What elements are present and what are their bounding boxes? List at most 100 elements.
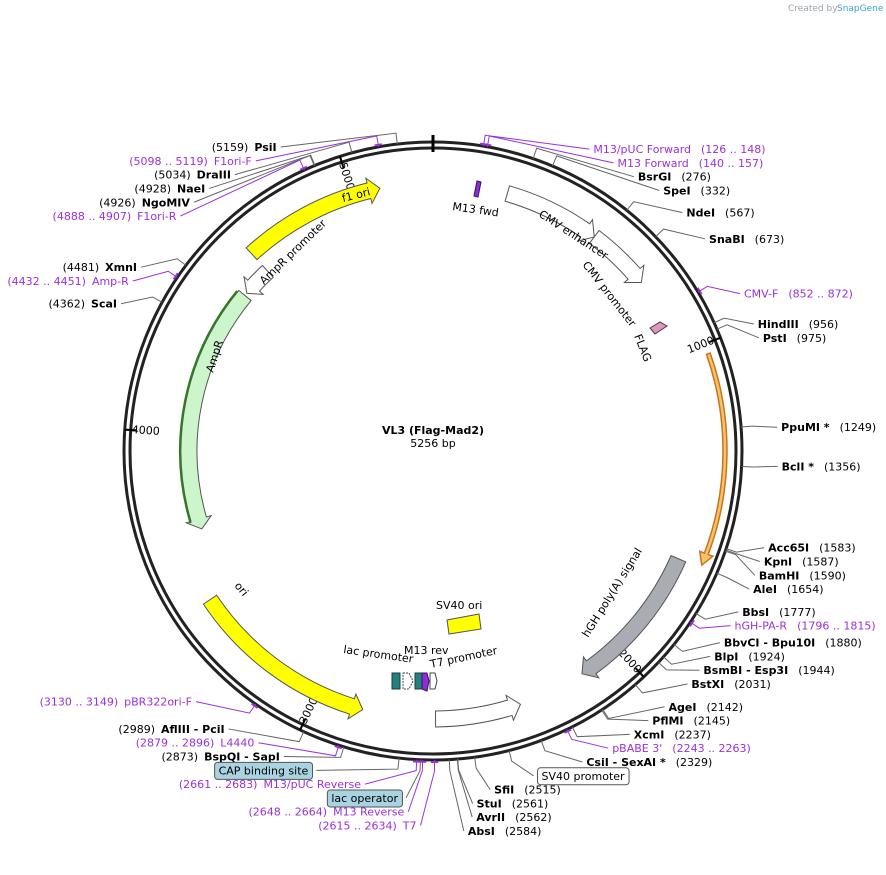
site-scai[interactable]: (4362)ScaI	[48, 298, 117, 311]
site-ndei[interactable]: NdeI(567)	[686, 207, 754, 220]
site-cap-binding-site[interactable]: CAP binding site	[214, 761, 314, 780]
site-text: SfiI(2515)	[494, 784, 561, 797]
site-name: BstXI	[691, 678, 724, 691]
site-bspqi-sapi[interactable]: (2873) BspQI - SapI	[161, 751, 279, 764]
site-text: PflMI(2145)	[652, 715, 730, 728]
site-ppumi[interactable]: PpuMI *(1249)	[781, 421, 876, 434]
site-name: M13 Reverse	[333, 806, 404, 819]
site-snabi[interactable]: SnaBI(673)	[709, 233, 784, 246]
site-alei[interactable]: AleI(1654)	[753, 583, 823, 596]
site-bcli[interactable]: BclI *(1356)	[782, 460, 861, 473]
site-sfii[interactable]: SfiI(2515)	[494, 784, 561, 797]
site-name: BlpI	[714, 650, 738, 663]
leader-line	[690, 621, 731, 629]
site-pos: (2561)	[512, 797, 549, 810]
site-text: (4432 .. 4451)Amp-R	[7, 275, 129, 288]
leader-line	[713, 317, 754, 325]
site-psti[interactable]: PstI(975)	[763, 332, 826, 345]
leader-line	[209, 154, 316, 189]
site-avrii[interactable]: AvrII(2562)	[476, 811, 551, 824]
leader-line	[532, 147, 635, 178]
site-bsmbi-esp3i[interactable]: BsmBI - Esp3I(1944)	[703, 664, 834, 677]
site-l4440[interactable]: (2879 .. 2896)L4440	[136, 737, 255, 750]
site-box	[537, 767, 630, 786]
site-bbvci-bpu10i[interactable]: BbvCI - Bpu10I(1880)	[724, 637, 862, 650]
leader-line	[420, 759, 436, 826]
site-spei[interactable]: SpeI(332)	[663, 184, 730, 197]
site-name: AbsI	[468, 825, 495, 838]
site-psii[interactable]: (5159)PsiI	[212, 141, 277, 154]
site-ngomiv[interactable]: (4926)NgoMIV	[99, 196, 190, 209]
leader-line	[364, 759, 418, 785]
site-bbsi[interactable]: BbsI(1777)	[742, 606, 815, 619]
leader-line	[508, 750, 534, 777]
site-box	[326, 789, 403, 808]
site-acc65i[interactable]: Acc65I(1583)	[768, 542, 856, 555]
site-afliii-pcii[interactable]: (2989)AflIII - PciI	[118, 723, 224, 736]
site-absi[interactable]: AbsI(2584)	[468, 825, 542, 838]
site-pos: (2145)	[694, 715, 731, 728]
site-f1ori-r[interactable]: (4888 .. 4907)F1ori-R	[53, 210, 177, 223]
site-text: AleI(1654)	[753, 583, 823, 596]
site-name: SpeI	[663, 184, 690, 197]
site-csii-sexai[interactable]: CsiI - SexAI *(2329)	[586, 756, 712, 769]
site-kpni[interactable]: KpnI(1587)	[764, 556, 839, 569]
site-naei[interactable]: (4928)NaeI	[134, 182, 205, 195]
flag-label: FLAG	[631, 332, 654, 363]
site-xcmi[interactable]: XcmI(2237)	[634, 728, 711, 741]
site-text: (2661 .. 2683)M13/pUC Reverse	[179, 778, 361, 791]
site-pos: (1587)	[802, 556, 839, 569]
site-text: (2615 .. 2634)T7	[318, 820, 416, 833]
site-hindiii[interactable]: HindIII(956)	[758, 318, 839, 331]
site-cmv-f[interactable]: CMV-F(852 .. 872)	[744, 288, 853, 301]
site-stui[interactable]: StuI(2561)	[477, 797, 549, 810]
site-draiii[interactable]: (5034)DraIII	[154, 169, 231, 182]
leader-line	[132, 270, 178, 282]
site-lac-operator[interactable]: lac operator	[326, 789, 403, 808]
site-f1ori-f[interactable]: (5098 .. 5119)F1ori-F	[129, 155, 252, 168]
site-m13-puc-forward[interactable]: M13/pUC Forward(126 .. 148)	[593, 143, 765, 156]
site-name: NgoMIV	[142, 196, 191, 209]
site-hgh-pa-r[interactable]: hGH-PA-R(1796 .. 1815)	[735, 620, 876, 633]
site-bamhi[interactable]: BamHI(1590)	[759, 569, 846, 582]
site-name: M13/pUC Forward	[593, 143, 691, 156]
site-name: BspQI - SapI	[204, 751, 280, 764]
site-t7[interactable]: (2615 .. 2634)T7	[318, 820, 416, 833]
site-pos: (1796 .. 1815)	[797, 620, 876, 633]
site-sv40-promoter[interactable]: SV40 promoter	[537, 767, 630, 786]
feature-cmv-enhancer	[504, 185, 595, 242]
site-pos: (2879 .. 2896)	[136, 737, 215, 750]
site-name: AflIII - PciI	[161, 723, 225, 736]
leader-line	[405, 759, 421, 799]
site-text: PstI(975)	[763, 332, 826, 345]
site-m13-puc-reverse[interactable]: (2661 .. 2683)M13/pUC Reverse	[179, 778, 361, 791]
site-pbabe-3[interactable]: pBABE 3'(2243 .. 2263)	[612, 742, 751, 755]
leader-line	[571, 726, 630, 738]
site-pos: (1654)	[787, 583, 824, 596]
site-pos: (1249)	[840, 421, 877, 434]
site-blpi[interactable]: BlpI(1924)	[714, 650, 785, 663]
site-name: CMV-F	[744, 288, 778, 301]
sv40-ori-box	[446, 613, 482, 635]
site-text: XcmI(2237)	[634, 728, 711, 741]
site-agei[interactable]: AgeI(2142)	[669, 701, 744, 714]
site-name: BamHI	[759, 569, 800, 582]
site-text: pBABE 3'(2243 .. 2263)	[612, 742, 751, 755]
site-bsrgi[interactable]: BsrGI(276)	[638, 171, 711, 184]
site-amp-r[interactable]: (4432 .. 4451)Amp-R	[7, 275, 129, 288]
site-m13-forward[interactable]: M13 Forward(140 .. 157)	[618, 157, 764, 170]
site-pos: (2873)	[161, 751, 198, 764]
site-name: NaeI	[177, 182, 205, 195]
site-pflmi[interactable]: PflMI(2145)	[652, 715, 730, 728]
site-pos: (4432 .. 4451)	[7, 275, 86, 288]
site-pbr322ori-f[interactable]: (3130 .. 3149)pBR322ori-F	[40, 696, 192, 709]
site-m13-reverse[interactable]: (2648 .. 2664)M13 Reverse	[249, 806, 405, 819]
leader-line	[457, 758, 474, 804]
site-xmni[interactable]: (4481)XmnI	[63, 261, 137, 274]
site-text: (2879 .. 2896)L4440	[136, 737, 255, 750]
site-pos: (4481)	[63, 261, 100, 274]
feature-cmv-promoter	[588, 229, 645, 283]
site-name: T7	[402, 820, 417, 833]
leader-line	[316, 758, 400, 771]
site-bstxi[interactable]: BstXI(2031)	[691, 678, 770, 691]
